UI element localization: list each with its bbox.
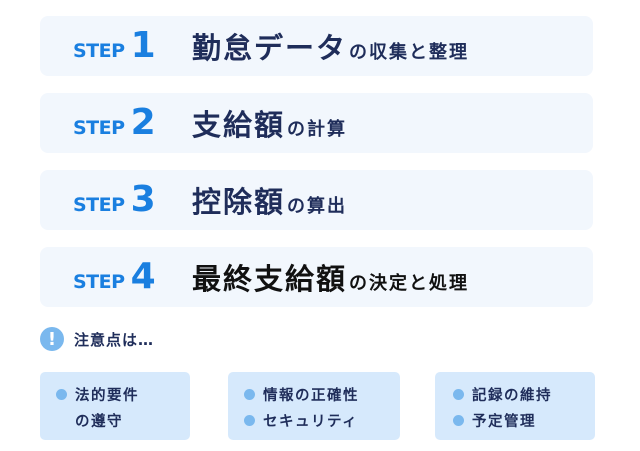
notice-text: 注意点は…: [74, 330, 155, 349]
step-title-sub: の算出: [287, 196, 348, 217]
step-word: STEP: [73, 40, 125, 62]
step-title: 最終支給額 の決定と処理: [192, 256, 469, 298]
bullet-icon: [453, 388, 464, 400]
step-label: STEP 4: [73, 259, 156, 295]
step-2-card: STEP 2 支給額 の計算: [40, 93, 593, 153]
notice-heading: ! 注意点は…: [40, 327, 154, 351]
step-title-main: 勤怠データ: [192, 31, 348, 65]
step-4-card: STEP 4 最終支給額 の決定と処理: [40, 247, 593, 307]
step-label: STEP 1: [73, 28, 156, 64]
step-title-main: 最終支給額: [192, 262, 348, 296]
step-title: 支給額 の計算: [192, 102, 347, 144]
step-1-card: STEP 1 勤怠データ の収集と整理: [40, 16, 593, 76]
step-title-main: 支給額: [192, 108, 286, 142]
bullet-icon: [244, 414, 255, 426]
tip-text: セキュリティ: [263, 413, 359, 430]
step-title-main: 控除額: [192, 185, 286, 219]
step-title: 控除額 の算出: [192, 179, 347, 221]
tip-text: の遵守: [75, 413, 123, 430]
exclamation-icon: !: [40, 327, 64, 351]
step-title-sub: の収集と整理: [349, 42, 470, 63]
tip-text: 法的要件: [75, 387, 139, 404]
bullet-icon: [453, 414, 464, 426]
step-label: STEP 3: [73, 182, 156, 218]
step-word: STEP: [73, 117, 125, 139]
step-word: STEP: [73, 271, 125, 293]
step-title: 勤怠データ の収集と整理: [192, 25, 469, 67]
step-number: 1: [130, 25, 156, 66]
step-number: 2: [130, 102, 156, 143]
tip-card-legal: 法的要件 の遵守: [40, 372, 190, 440]
step-label: STEP 2: [73, 105, 156, 141]
step-title-sub: の計算: [287, 119, 348, 140]
tip-text: 予定管理: [472, 413, 536, 430]
step-word: STEP: [73, 194, 125, 216]
tip-text: 情報の正確性: [263, 387, 359, 404]
step-number: 4: [130, 256, 156, 297]
bullet-icon: [56, 388, 67, 400]
tip-card-records: 記録の維持 予定管理: [435, 372, 595, 440]
step-3-card: STEP 3 控除額 の算出: [40, 170, 593, 230]
tip-card-accuracy: 情報の正確性 セキュリティ: [228, 372, 400, 440]
bullet-icon: [244, 388, 255, 400]
step-number: 3: [130, 179, 156, 220]
step-title-sub: の決定と処理: [349, 273, 470, 294]
tip-text: 記録の維持: [472, 387, 552, 404]
